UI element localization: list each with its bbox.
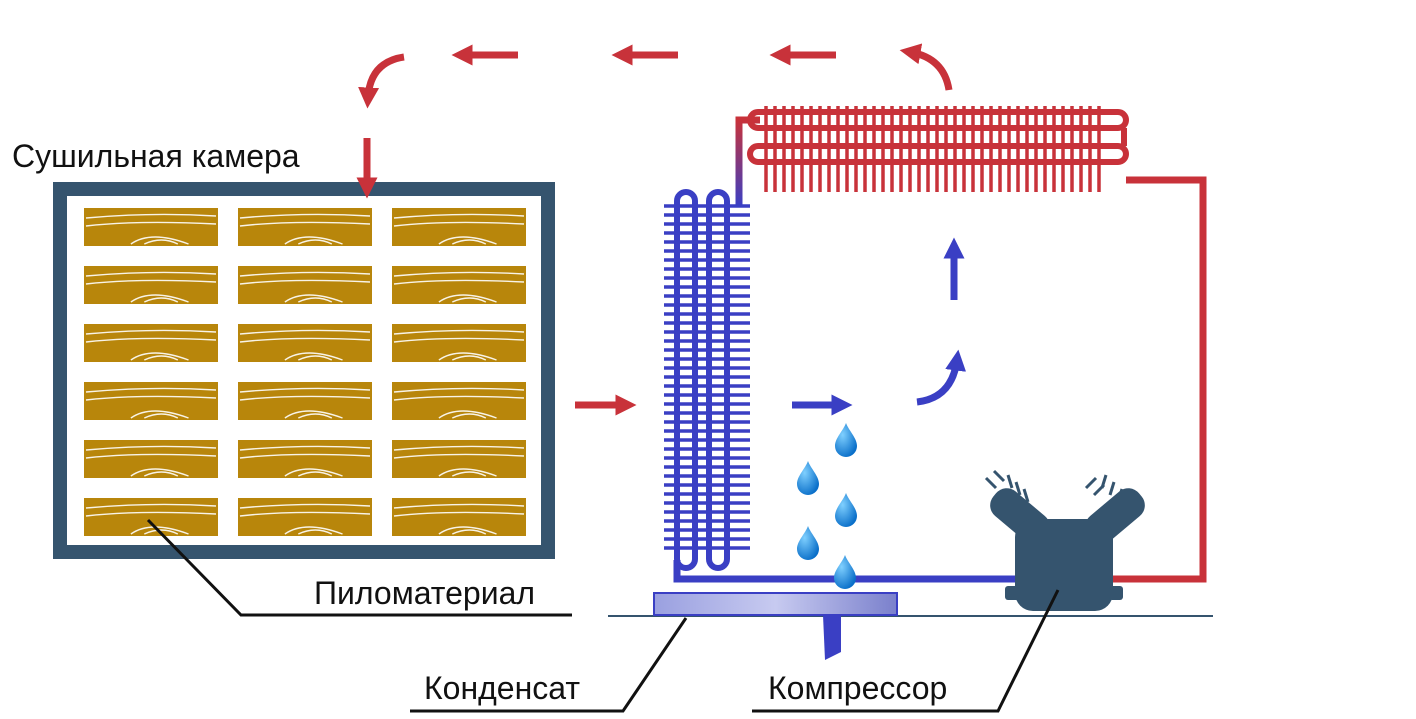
lumber-board xyxy=(392,208,526,246)
water-drop xyxy=(834,555,856,589)
compressor-label: Компрессор xyxy=(768,670,948,706)
condensate-tray-plate xyxy=(653,592,898,616)
lumber-board xyxy=(392,440,526,478)
water-drop xyxy=(835,423,857,457)
condensate-tray xyxy=(653,592,898,660)
lumber-board xyxy=(238,208,372,246)
drying-chamber-frame xyxy=(53,182,555,559)
leader-line-lumber xyxy=(146,518,572,617)
leader-line-condensate xyxy=(410,617,688,713)
evaporator-coil xyxy=(664,189,750,571)
water-drop xyxy=(797,526,819,560)
lumber-board xyxy=(392,266,526,304)
water-drop xyxy=(797,461,819,495)
hot-air-arrow-curve-right xyxy=(899,43,953,91)
lumber-board xyxy=(238,324,372,362)
compressor-body xyxy=(1015,519,1113,611)
condensate-label: Конденсат xyxy=(424,670,580,706)
drying-chamber-label: Сушильная камера xyxy=(12,138,300,174)
lumber-board xyxy=(84,266,218,304)
condensate-drops xyxy=(797,423,857,589)
lumber-board xyxy=(392,498,526,536)
compressor-fins-left xyxy=(984,469,1030,503)
lumber-board xyxy=(238,382,372,420)
lumber-board xyxy=(84,382,218,420)
lumber-label: Пиломатериал xyxy=(314,575,536,611)
cold-air-arrow-curve xyxy=(916,349,967,406)
hot-air-arrow-curve-left xyxy=(358,53,405,109)
cold-air-arrows xyxy=(792,237,967,416)
hot-air-return-arrows xyxy=(356,43,953,416)
lumber-board xyxy=(238,440,372,478)
lumber-stack xyxy=(84,208,526,536)
pipe-condenser-to-compressor xyxy=(1112,176,1207,583)
lumber-board xyxy=(84,440,218,478)
lumber-board xyxy=(392,382,526,420)
lumber-board xyxy=(238,266,372,304)
lumber-board xyxy=(84,324,218,362)
water-drop xyxy=(835,493,857,527)
lumber-board xyxy=(238,498,372,536)
leader-line-compressor xyxy=(752,589,1060,713)
condensate-drain-pipe xyxy=(823,615,841,660)
compressor xyxy=(984,469,1145,611)
condenser-coil xyxy=(747,106,1129,192)
lumber-board xyxy=(392,324,526,362)
lumber-board xyxy=(84,498,218,536)
lumber-board xyxy=(84,208,218,246)
leader-lines xyxy=(146,518,1060,713)
